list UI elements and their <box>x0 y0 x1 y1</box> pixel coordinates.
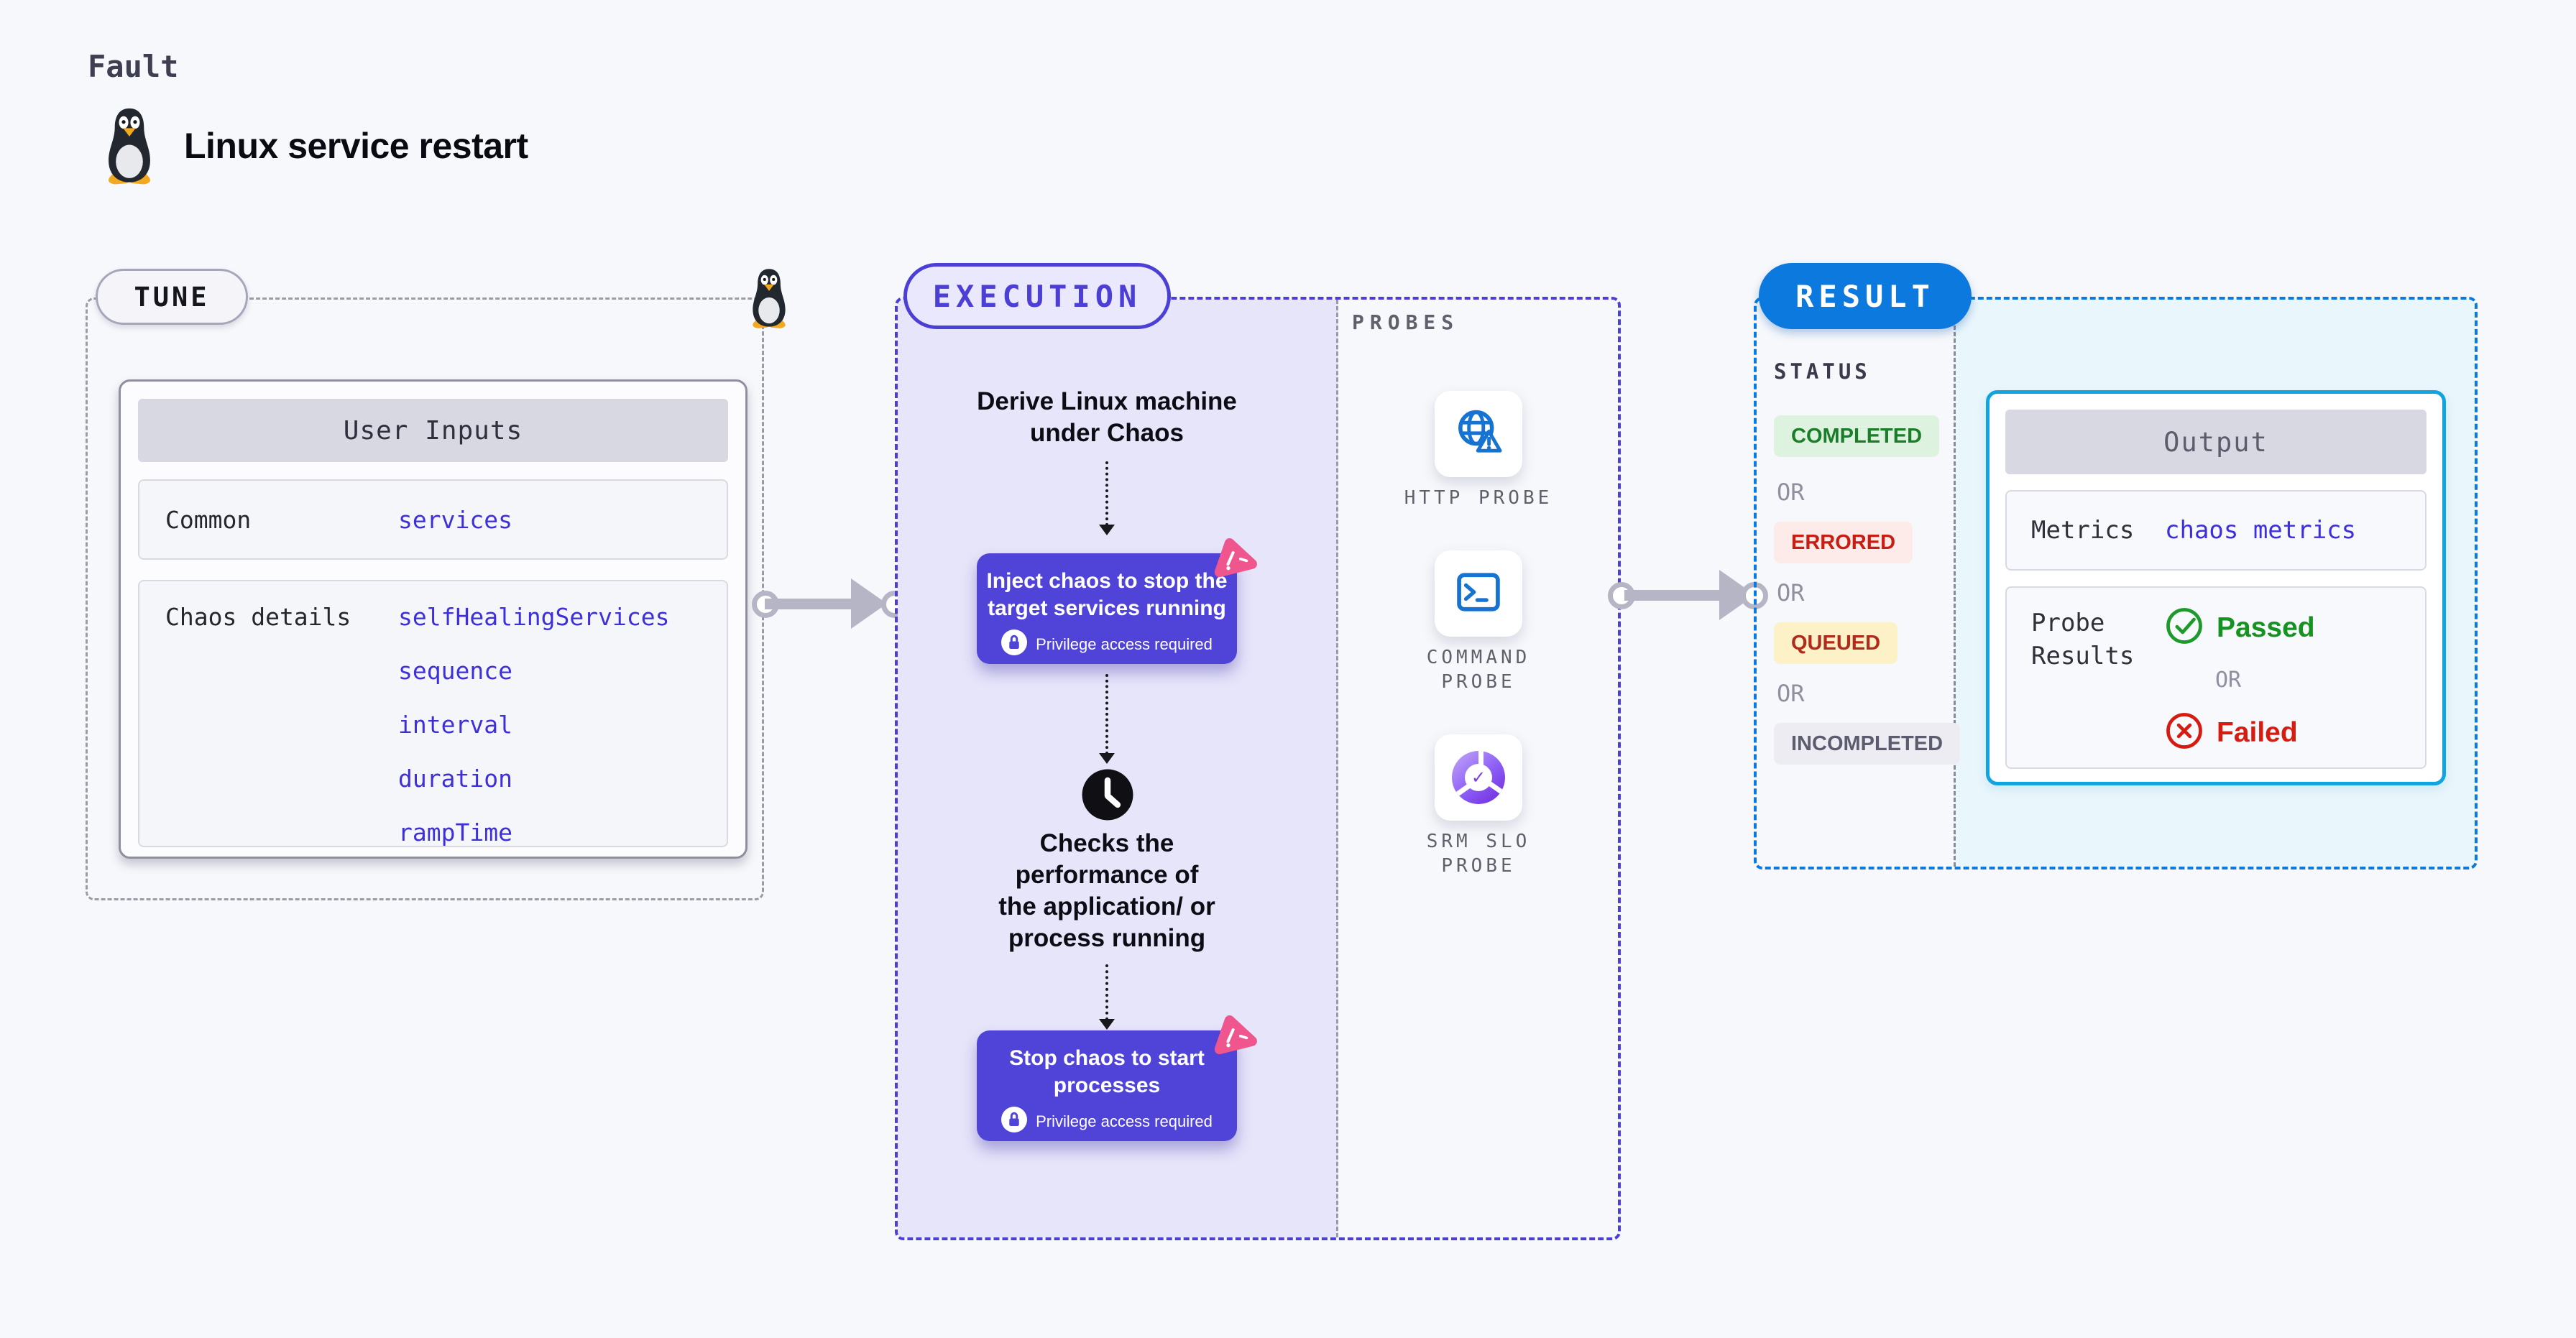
status-badge-errored: ERRORED <box>1774 522 1913 563</box>
execution-pill: EXECUTION <box>903 263 1171 329</box>
metrics-row: Metrics chaos metrics <box>2005 490 2426 571</box>
status-or: OR <box>1777 479 1805 506</box>
dotted-connector <box>1105 674 1108 755</box>
dotted-arrowhead-icon <box>1099 525 1115 543</box>
dotted-connector <box>1105 461 1108 526</box>
command-probe-label: COMMAND PROBE <box>1426 647 1531 693</box>
output-header: Output <box>2005 410 2426 474</box>
chaos-detail-links: selfHealingServices sequence interval du… <box>398 603 670 846</box>
check-circle-icon <box>2165 606 2204 649</box>
arrow1-shaft <box>765 599 857 609</box>
input-link-services[interactable]: services <box>398 505 512 534</box>
arrow2-shaft <box>1624 590 1725 601</box>
input-link-sequence[interactable]: sequence <box>398 657 512 685</box>
input-link-interval[interactable]: interval <box>398 711 512 739</box>
fault-kicker: Fault <box>88 49 179 84</box>
privilege-text: Privilege access required <box>1036 1112 1213 1130</box>
failed-text: Failed <box>2217 716 2298 748</box>
probe-results-label: Probe Results <box>2031 609 2135 670</box>
input-link-duration[interactable]: duration <box>398 765 512 793</box>
command-probe-card[interactable] <box>1435 550 1522 637</box>
failed-line: Failed <box>2165 711 2315 754</box>
probe-results-row: Probe Results Passed OR <box>2005 586 2426 769</box>
input-link-selfhealingservices[interactable]: selfHealingServices <box>398 603 670 631</box>
input-row-common: Common services <box>138 479 728 560</box>
status-or: OR <box>1777 680 1805 707</box>
status-badge-incompleted: INCOMPLETED <box>1774 723 1961 765</box>
probe-results-or: OR <box>2215 668 2242 693</box>
input-row-chaos-details: Chaos details selfHealingServices sequen… <box>138 580 728 847</box>
tux-penguin-icon <box>98 106 161 185</box>
input-row-label: Common <box>165 505 252 534</box>
lock-icon <box>1001 1107 1028 1136</box>
tune-pill: TUNE <box>96 269 248 325</box>
srm-slo-probe-label: SRM SLO PROBE <box>1426 831 1531 877</box>
metrics-label: Metrics <box>2031 516 2135 545</box>
slo-pie-icon: ✓ <box>1452 751 1505 804</box>
arrow1-head <box>851 578 887 629</box>
http-probe-label: HTTP PROBE <box>1404 487 1553 509</box>
tux-penguin-small-icon <box>745 267 794 333</box>
stop-chaos-text: Stop chaos to start processes <box>1009 1046 1205 1097</box>
privilege-text: Privilege access required <box>1036 635 1213 653</box>
chaos-fault-badge-icon <box>1211 1013 1257 1061</box>
stop-chaos-step-box[interactable]: Stop chaos to start processes Privilege … <box>977 1015 1257 1141</box>
status-or: OR <box>1777 579 1805 606</box>
x-circle-icon <box>2165 711 2204 754</box>
globe-alert-icon <box>1450 405 1506 464</box>
inject-chaos-step-box[interactable]: Inject chaos to stop the target services… <box>977 537 1257 664</box>
page-title: Linux service restart <box>184 126 528 166</box>
output-card: Output Metrics chaos metrics Probe Resul… <box>1986 390 2446 785</box>
derive-step-text: Derive Linux machine under Chaos <box>977 387 1237 447</box>
passed-line: Passed <box>2165 606 2315 649</box>
probes-label: PROBES <box>1352 310 1460 334</box>
result-pill: RESULT <box>1759 263 1972 329</box>
chaos-metrics-link[interactable]: chaos metrics <box>2165 516 2357 545</box>
title-row: Linux service restart <box>98 106 528 185</box>
clock-icon <box>1081 768 1134 825</box>
dotted-arrowhead-icon <box>1099 1019 1115 1038</box>
dotted-connector <box>1105 964 1108 1020</box>
inject-chaos-text: Inject chaos to stop the target services… <box>986 569 1228 620</box>
lock-icon <box>1001 629 1028 659</box>
status-badge-completed: COMPLETED <box>1774 415 1940 457</box>
passed-text: Passed <box>2217 612 2315 643</box>
http-probe-card[interactable] <box>1435 391 1522 477</box>
privilege-row: Privilege access required <box>977 1107 1237 1136</box>
dotted-arrowhead-icon <box>1099 753 1115 772</box>
input-row-label: Chaos details <box>165 603 351 631</box>
terminal-icon <box>1451 565 1506 623</box>
srm-slo-probe-card[interactable]: ✓ <box>1435 734 1522 821</box>
check-performance-text: Checks the performance of the applicatio… <box>998 829 1215 952</box>
user-inputs-header: User Inputs <box>138 399 728 462</box>
status-badge-queued: QUEUED <box>1774 622 1898 664</box>
privilege-row: Privilege access required <box>977 629 1237 659</box>
status-title: STATUS <box>1774 359 1871 384</box>
input-link-ramptime[interactable]: rampTime <box>398 818 512 846</box>
probe-results-values: Passed OR Failed <box>2165 606 2315 754</box>
user-inputs-card: User Inputs Common services Chaos detail… <box>119 379 748 859</box>
chaos-fault-badge-icon <box>1211 536 1257 584</box>
